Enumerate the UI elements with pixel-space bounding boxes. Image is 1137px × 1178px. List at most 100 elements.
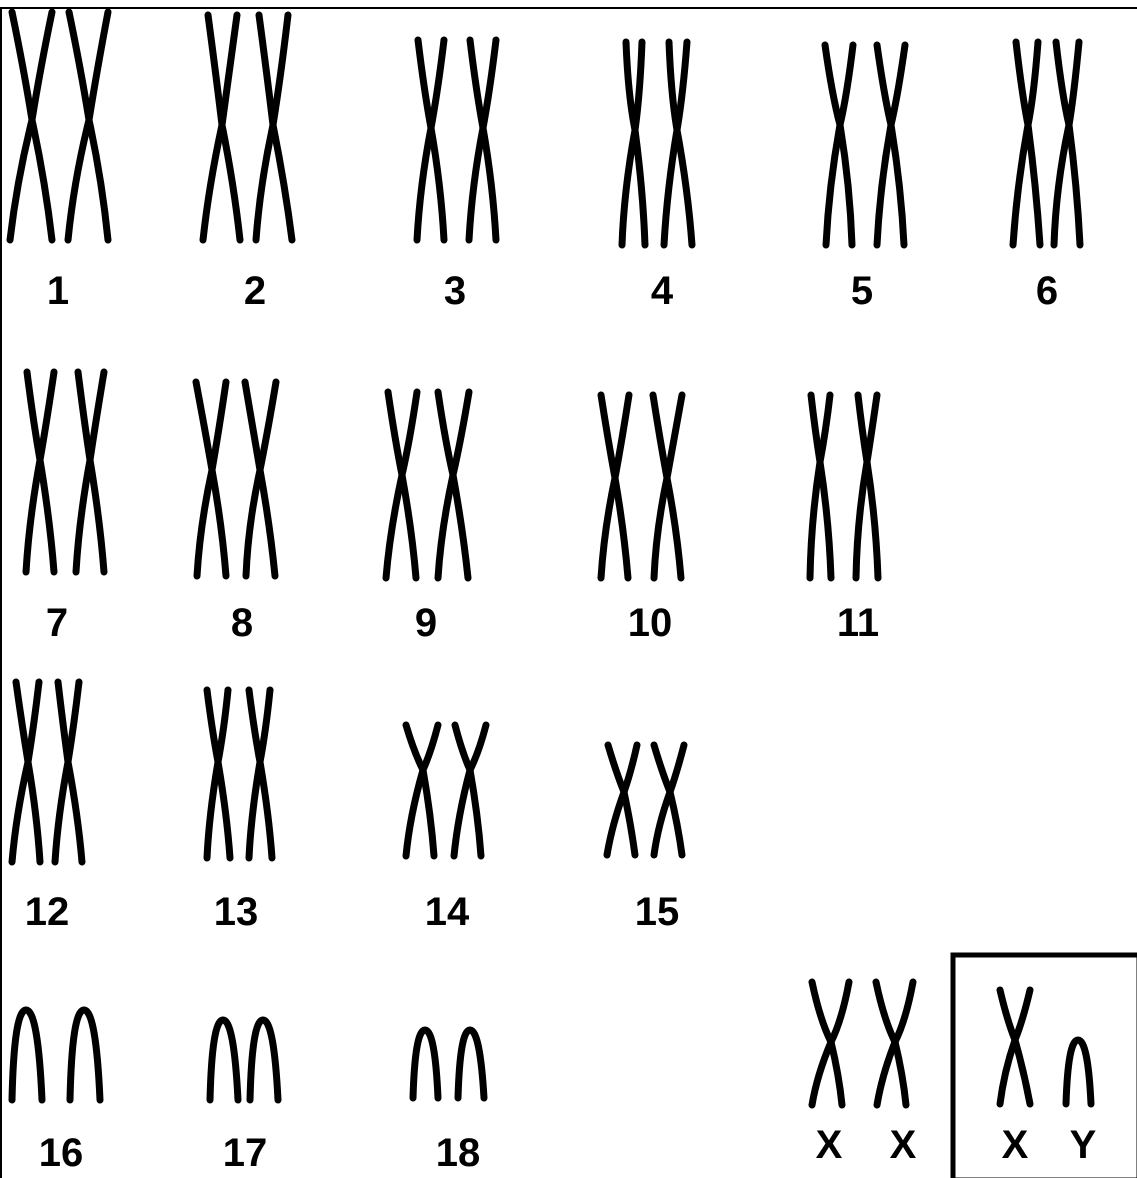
- chromatid-strand: [66, 1006, 104, 1104]
- chromosome-pair-2: 2: [199, 11, 296, 313]
- chromosome-pair-3: 3: [413, 36, 500, 313]
- chromosome-pair-16: 16: [8, 1006, 104, 1175]
- chromosome-pair-8: 8: [192, 378, 280, 645]
- chromosome-11a: [806, 391, 835, 582]
- chromatid-strand: [822, 41, 857, 249]
- chromosome-2b: [252, 11, 296, 244]
- chromatid-strand: [252, 11, 292, 244]
- chromosome-17b: [246, 1016, 282, 1104]
- chromosome-pair-9: 9: [382, 388, 473, 645]
- chromatid-strand: [996, 986, 1034, 1108]
- chromatid-strand: [465, 36, 500, 244]
- chromatid-strand: [72, 368, 108, 576]
- chromosome-label-9: 9: [415, 601, 437, 645]
- chromosome-13a: [203, 686, 234, 862]
- chromosome-label-3: 3: [444, 269, 466, 313]
- chromosome-8a: [192, 378, 230, 580]
- chromosome-6a: [1009, 38, 1044, 249]
- chromosome-y-male: [1062, 1036, 1095, 1108]
- chromatid-strand: [852, 391, 881, 582]
- chromosome-6b: [1050, 38, 1084, 249]
- chromatid-strand: [1062, 1036, 1095, 1108]
- chromatid-strand: [199, 11, 241, 244]
- chromosome-18b: [454, 1026, 488, 1102]
- chromosome-label-8: 8: [231, 601, 253, 645]
- chromatid-strand: [450, 721, 490, 860]
- chromosome-4b: [660, 38, 696, 249]
- sex-label-male-y: Y: [1070, 1123, 1097, 1167]
- chromatid-strand: [8, 1006, 46, 1104]
- chromatid-strand: [413, 36, 448, 244]
- chromosome-label-16: 16: [39, 1131, 84, 1175]
- chromosome-1a: [6, 8, 56, 244]
- chromosome-12a: [8, 678, 44, 866]
- sex-label-female-x2: X: [890, 1123, 917, 1167]
- chromatid-strand: [206, 1016, 242, 1104]
- chromatid-strand: [382, 388, 421, 582]
- chromosome-label-1: 1: [47, 269, 69, 313]
- chromatid-strand: [8, 678, 43, 866]
- chromosome-label-5: 5: [851, 269, 873, 313]
- chromatid-strand: [409, 1026, 442, 1102]
- chromatid-strand: [660, 38, 691, 249]
- chromosome-pair-1: 1: [6, 8, 112, 313]
- chromosome-18a: [409, 1026, 442, 1102]
- chromosome-9b: [434, 388, 473, 582]
- chromatid-strand: [434, 388, 473, 582]
- chromosome-pair-17: 17: [206, 1016, 282, 1175]
- chromosome-pair-14: 14: [402, 721, 490, 934]
- chromosome-7b: [72, 368, 108, 576]
- chromosome-3b: [465, 36, 500, 244]
- chromosome-pair-5: 5: [821, 41, 909, 313]
- chromosome-pair-7: 7: [22, 368, 108, 645]
- chromatid-strand: [246, 1016, 282, 1104]
- chromatid-strand: [603, 741, 641, 859]
- chromatid-strand: [650, 741, 688, 859]
- chromosome-3a: [413, 36, 448, 244]
- chromatid-strand: [454, 1026, 488, 1102]
- chromosome-11b: [852, 391, 882, 582]
- chromosome-label-4: 4: [651, 269, 674, 313]
- chromosome-label-18: 18: [436, 1131, 481, 1175]
- chromosome-pair-10: 10: [597, 391, 686, 645]
- chromatid-strand: [650, 391, 686, 582]
- chromosome-9a: [382, 388, 421, 582]
- chromatid-strand: [1050, 38, 1083, 249]
- chromosome-x-female-a: [808, 978, 853, 1109]
- chromosome-5b: [873, 41, 909, 249]
- chromatid-strand: [808, 978, 853, 1109]
- chromosome-2a: [199, 11, 244, 244]
- chromosome-10b: [649, 391, 686, 582]
- chromosome-label-15: 15: [635, 890, 680, 934]
- chromosome-x-male: [996, 986, 1034, 1108]
- chromatid-strand: [64, 8, 112, 244]
- sex-label-female-x1: X: [816, 1123, 843, 1167]
- chromosome-17a: [206, 1016, 242, 1104]
- chromosome-8b: [241, 378, 280, 580]
- chromatid-strand: [1009, 38, 1042, 249]
- chromatid-strand: [402, 721, 442, 860]
- chromosome-14a: [402, 721, 442, 860]
- sex-chromosomes-female: X X: [808, 978, 917, 1167]
- chromosome-label-7: 7: [46, 601, 68, 645]
- chromatid-strand: [245, 686, 274, 862]
- male-sex-box: [950, 952, 1137, 1178]
- chromosome-15b: [650, 741, 688, 859]
- chromosome-pair-4: 4: [618, 38, 696, 313]
- chromatid-strand: [873, 41, 909, 249]
- chromatid-strand: [806, 391, 834, 582]
- chromosome-pair-11: 11: [806, 391, 882, 645]
- chromosome-10a: [597, 391, 633, 582]
- chromosome-x-female-b: [872, 978, 917, 1109]
- chromosome-pair-15: 15: [603, 741, 688, 934]
- sex-label-male-x: X: [1002, 1123, 1029, 1167]
- chromosome-label-6: 6: [1036, 269, 1058, 313]
- chromosome-4a: [618, 38, 649, 249]
- chromosome-12b: [51, 678, 86, 866]
- chromatid-strand: [51, 678, 83, 866]
- chromosome-label-2: 2: [244, 269, 266, 313]
- chromosome-pair-6: 6: [1009, 38, 1084, 313]
- chromatid-strand: [242, 378, 280, 580]
- chromosome-7a: [22, 368, 58, 576]
